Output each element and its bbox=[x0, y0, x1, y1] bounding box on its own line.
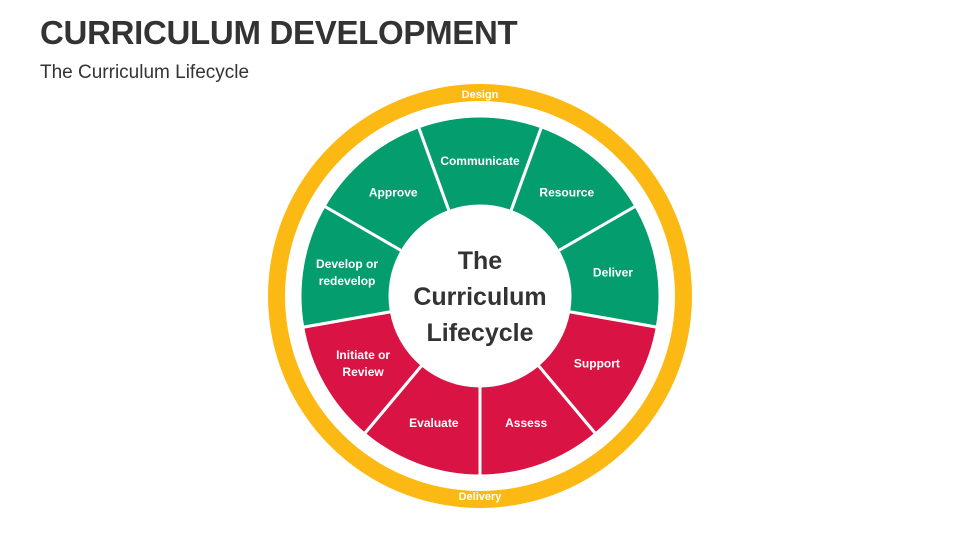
ring-label-design: Design bbox=[462, 89, 499, 101]
segment-label: Approve bbox=[369, 186, 418, 200]
center-circle bbox=[390, 206, 570, 386]
center-title-line: Curriculum bbox=[413, 283, 546, 311]
segment-label: Resource bbox=[539, 186, 594, 200]
segment-label: Assess bbox=[505, 416, 547, 430]
page-title: CURRICULUM DEVELOPMENT bbox=[40, 14, 518, 51]
segment-label: Evaluate bbox=[409, 416, 459, 430]
center-title-line: The bbox=[458, 247, 503, 275]
ring-label-delivery: Delivery bbox=[459, 491, 503, 503]
page-subtitle: The Curriculum Lifecycle bbox=[40, 62, 250, 83]
segment-label: Deliver bbox=[593, 266, 633, 280]
segment-label: Support bbox=[574, 357, 620, 371]
center-title-line: Lifecycle bbox=[426, 319, 533, 347]
segment-label: Communicate bbox=[440, 154, 520, 168]
